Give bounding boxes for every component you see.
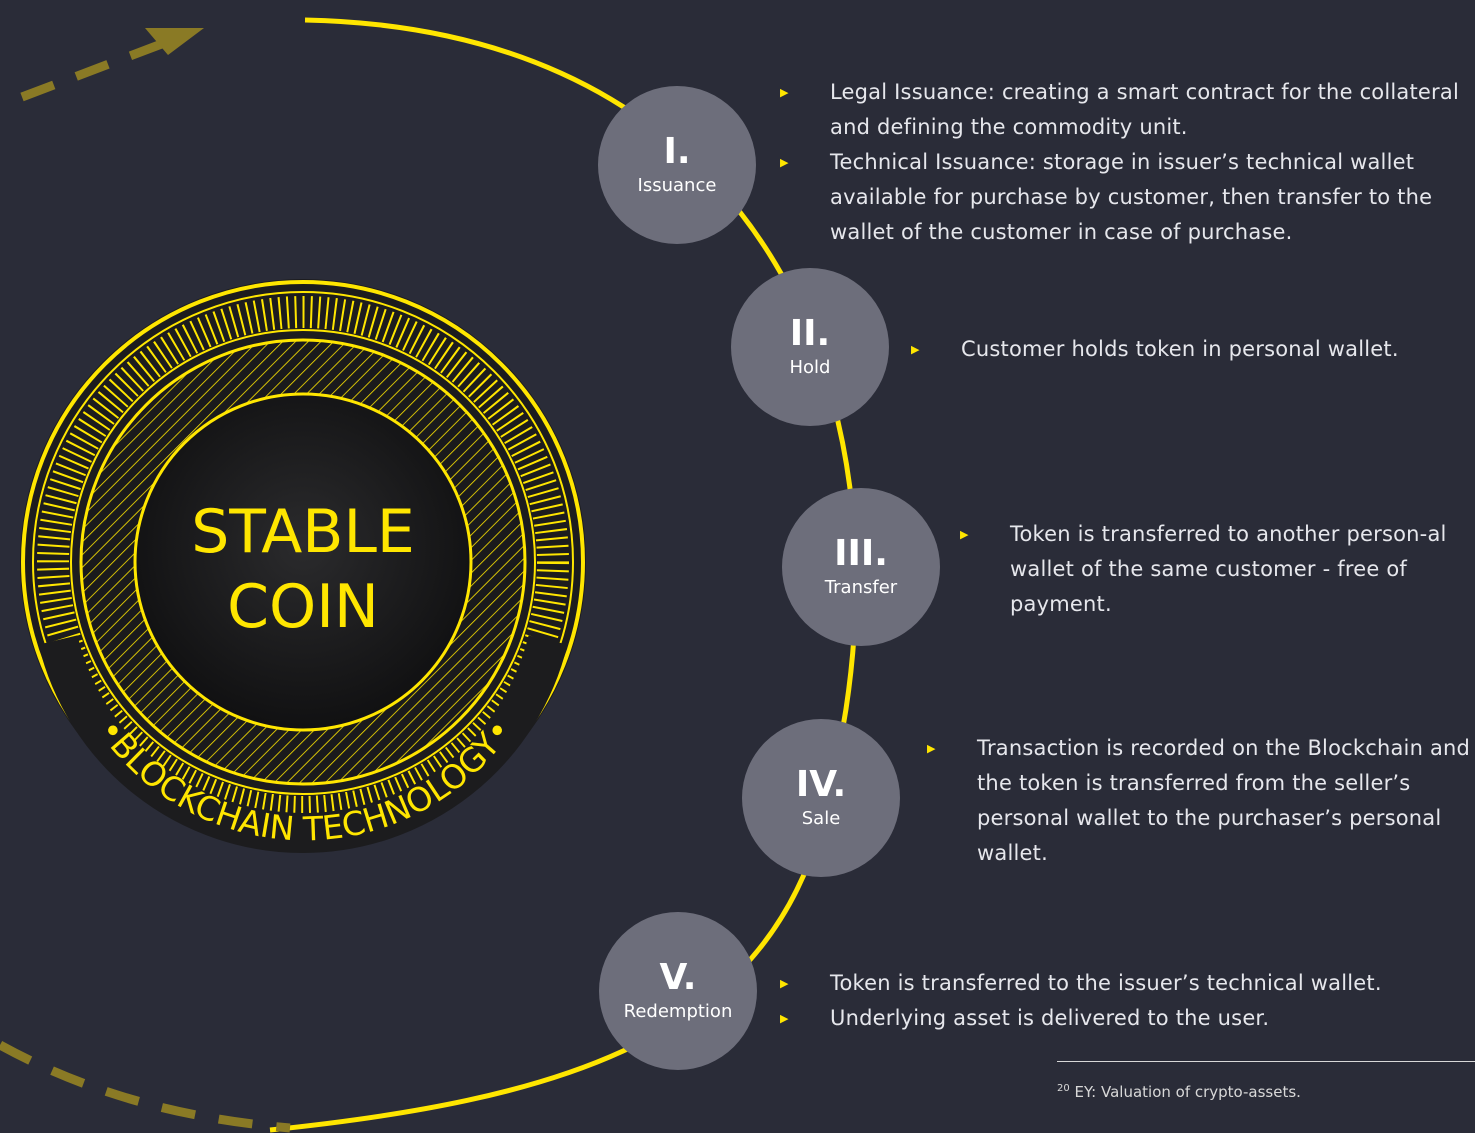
bullet-text: Token is transferred to the issuer’s tec… xyxy=(830,971,1382,995)
bullet-item: ▶ Legal Issuance: creating a smart contra… xyxy=(780,75,1470,145)
sale-description: ▶ Transaction is recorded on the Blockcha… xyxy=(927,731,1472,871)
dashed-arrow-top xyxy=(20,32,182,102)
bullet-arrow-icon: ▶ xyxy=(960,528,969,541)
arrowhead-icon xyxy=(145,28,204,55)
step-name: Redemption xyxy=(623,1001,733,1022)
issuance-description: ▶ Legal Issuance: creating a smart contra… xyxy=(780,75,1470,250)
step-name: Transfer xyxy=(824,577,898,598)
bullet-arrow-icon: ▶ xyxy=(911,343,920,356)
bullet-item: ▶ Token is transferred to the issuer’s te… xyxy=(780,966,1430,1001)
bullet-text: Token is transferred to another person-a… xyxy=(1010,522,1447,616)
transfer-description: ▶ Token is transferred to another person-… xyxy=(960,517,1450,622)
hold-description: ▶ Customer holds token in personal wallet… xyxy=(911,332,1451,367)
step-circle-hold: II. Hold xyxy=(731,268,889,426)
step-numeral: V. xyxy=(659,957,697,998)
step-numeral: I. xyxy=(663,131,691,172)
bullet-arrow-icon: ▶ xyxy=(780,977,789,990)
bullet-item: ▶ Token is transferred to another person-… xyxy=(960,517,1450,622)
coin-line-1: STABLE xyxy=(191,497,415,567)
step-numeral: III. xyxy=(834,533,888,574)
footnote: 20 EY: Valuation of crypto-assets. xyxy=(1057,1083,1301,1101)
ring-text-band xyxy=(38,635,568,853)
dashed-arrow-bottom xyxy=(0,1041,291,1133)
bullet-arrow-icon: ▶ xyxy=(927,742,936,755)
step-numeral: IV. xyxy=(795,764,847,805)
bullet-text: Legal Issuance: creating a smart contrac… xyxy=(830,80,1459,139)
bullet-text: Customer holds token in personal wallet. xyxy=(961,337,1399,361)
step-numeral: II. xyxy=(789,313,831,354)
bullet-text: Technical Issuance: storage in issuer’s … xyxy=(830,150,1433,244)
footnote-number: 20 xyxy=(1057,1083,1070,1094)
coin-line-2: COIN xyxy=(227,572,379,642)
bullet-arrow-icon: ▶ xyxy=(780,1012,789,1025)
redemption-description: ▶ Token is transferred to the issuer’s te… xyxy=(780,966,1430,1036)
bullet-item: ▶ Customer holds token in personal wallet… xyxy=(911,332,1451,367)
bullet-item: ▶ Underlying asset is delivered to the us… xyxy=(780,1001,1430,1036)
step-circle-issuance: I. Issuance xyxy=(598,86,756,244)
bullet-item: ▶ Technical Issuance: storage in issuer’s… xyxy=(780,145,1470,250)
step-name: Issuance xyxy=(637,175,717,196)
step-circle-transfer: III. Transfer xyxy=(782,488,940,646)
bullet-item: ▶ Transaction is recorded on the Blockcha… xyxy=(927,731,1472,871)
footnote-divider xyxy=(1057,1061,1475,1062)
bullet-text: Transaction is recorded on the Blockchai… xyxy=(977,736,1471,865)
step-circle-redemption: V. Redemption xyxy=(599,912,757,1070)
footnote-text: EY: Valuation of crypto-assets. xyxy=(1074,1083,1301,1101)
step-name: Hold xyxy=(789,357,831,378)
step-circle-sale: IV. Sale xyxy=(742,719,900,877)
stable-coin-icon: STABLE COIN xyxy=(20,279,586,845)
bullet-arrow-icon: ▶ xyxy=(780,86,789,99)
step-name: Sale xyxy=(801,808,841,829)
bullet-text: Underlying asset is delivered to the use… xyxy=(830,1006,1270,1030)
bullet-arrow-icon: ▶ xyxy=(780,156,789,169)
